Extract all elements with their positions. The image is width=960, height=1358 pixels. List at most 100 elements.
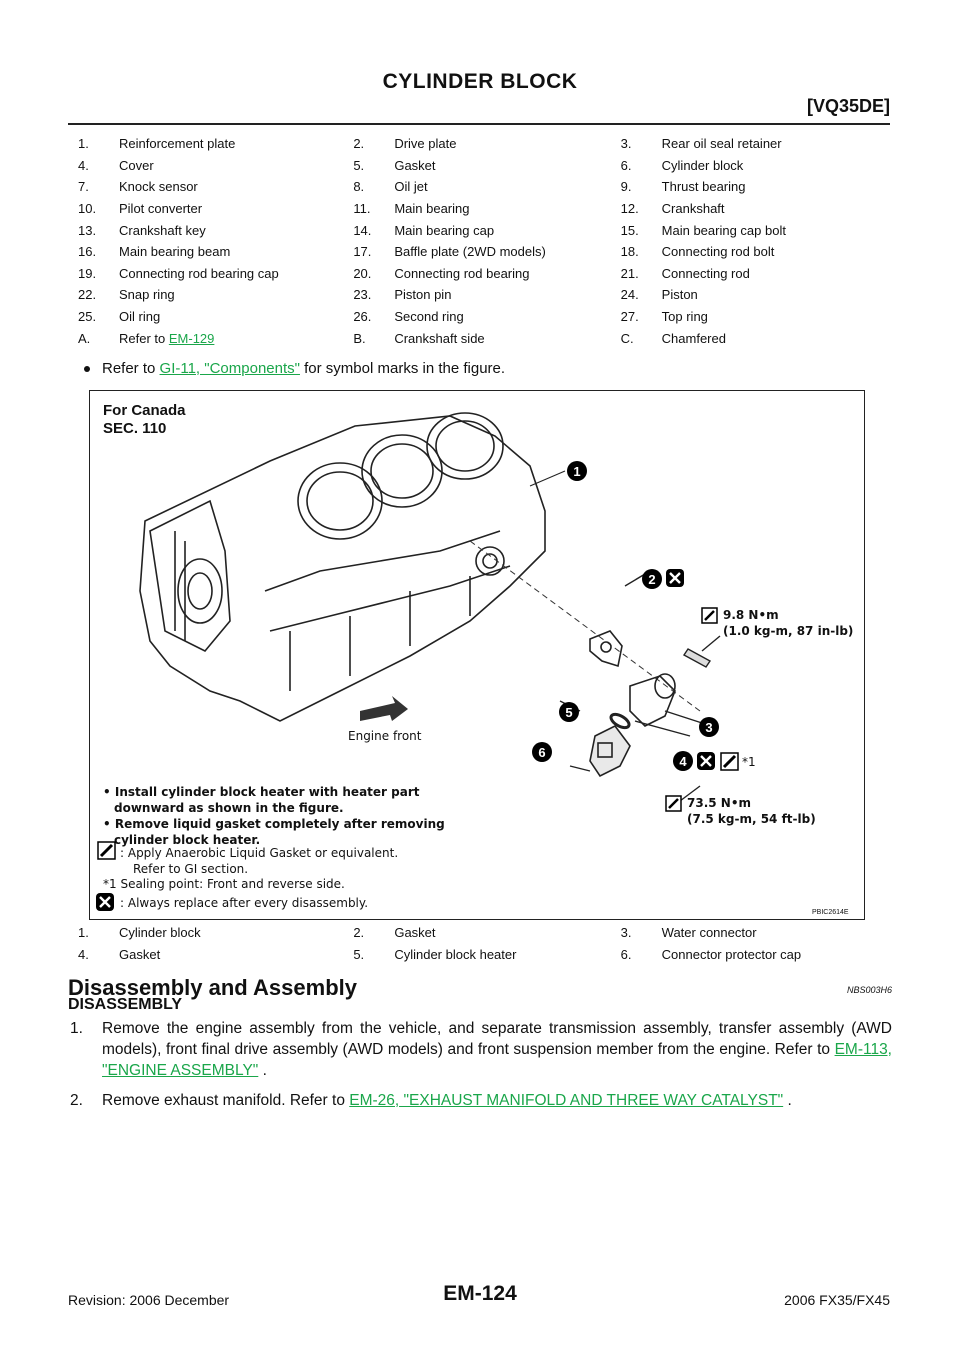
legend-item: 19.Connecting rod bearing cap: [78, 265, 279, 281]
leader-line-1: [529, 470, 566, 487]
link-gi-11[interactable]: GI-11, "Components": [159, 360, 300, 377]
legend-item: 12.Crankshaft: [620, 201, 725, 217]
legend-item: 25.Oil ring: [78, 309, 161, 325]
legend-row: 13.Crankshaft key 14.Main bearing cap 15.M…: [78, 219, 890, 241]
torque-1-alt: (1.0 kg-m, 87 in-lb): [723, 624, 853, 638]
torque-2-value: 73.5 N•m: [687, 796, 751, 810]
legend-item: 4.Cover: [78, 157, 154, 173]
water-connector-part: [629, 673, 676, 727]
legend-row: 25.Oil ring 26.Second ring 27.Top ring: [78, 306, 890, 328]
legend-item: 3.Rear oil seal retainer: [620, 136, 782, 152]
legend-item: 21.Connecting rod: [620, 265, 750, 281]
footer-revision: Revision: 2006 December: [68, 1292, 230, 1308]
bolt-part: [682, 648, 712, 668]
header-rule: [68, 123, 890, 125]
legend-item: 6.Cylinder block: [620, 157, 744, 173]
key-replace: : Always replace after every disassembly…: [120, 896, 368, 910]
legend-item: 1.Reinforcement plate: [78, 136, 236, 152]
instruction-1b: downward as shown in the figure.: [114, 801, 344, 815]
instruction-2b: cylinder block heater.: [114, 833, 260, 847]
legend-item: 18.Connecting rod bolt: [620, 244, 775, 260]
key-sealing-point: *1 Sealing point: Front and reverse side…: [103, 877, 345, 891]
callout-4: 4: [673, 751, 693, 771]
torque-wrench-icon-stroke: [668, 798, 679, 809]
callout-1: 1: [567, 461, 587, 481]
key-liquid-gasket: : Apply Anaerobic Liquid Gasket or equiv…: [120, 846, 398, 860]
legend-item: 20.Connecting rod bearing: [353, 265, 530, 281]
sealing-mark: *1: [742, 755, 756, 769]
section-heading: Disassembly and Assembly: [68, 975, 357, 1000]
legend-item: 16.Main bearing beam: [78, 244, 231, 260]
figure-heading: For Canada: [103, 402, 186, 419]
legend-item: 1.Cylinder block: [78, 925, 201, 941]
replace-icon-cross: [669, 572, 681, 584]
callout-6: 6: [532, 742, 552, 762]
replace-icon-cross: [700, 755, 712, 767]
legend-item: 27.Top ring: [620, 309, 708, 325]
engine-front-arrow-icon: [360, 696, 408, 721]
legend-item: 8.Oil jet: [353, 179, 428, 195]
legend-item: 15.Main bearing cap bolt: [620, 222, 786, 238]
torque-2-alt: (7.5 kg-m, 54 ft-lb): [687, 812, 816, 826]
symbol-note: Refer to GI-11, "Components" for symbol …: [84, 360, 505, 377]
legend-row: 19.Connecting rod bearing cap 20.Connecti…: [78, 263, 890, 285]
svg-text:5: 5: [565, 705, 572, 720]
cylinder-block-figure: For Canada SEC. 110 Engine front: [89, 390, 865, 920]
instruction-1: • Install cylinder block heater with hea…: [103, 785, 420, 799]
bullet-icon: [84, 366, 90, 373]
legend-item: 5.Cylinder block heater: [353, 946, 517, 962]
legend-row: 4.Cover 5.Gasket 6.Cylinder block: [78, 155, 890, 177]
page-title: CYLINDER BLOCK: [382, 70, 578, 93]
legend-row: 10.Pilot converter 11.Main bearing 12.Cran…: [78, 198, 890, 220]
legend-item: 26.Second ring: [353, 309, 464, 325]
callout-5: 5: [559, 702, 579, 722]
procedure-steps: 1. Remove the engine assembly from the v…: [70, 1018, 892, 1120]
link-em-113[interactable]: EM-113, "ENGINE ASSEMBLY": [102, 1041, 892, 1079]
legend-item: 24.Piston: [620, 287, 698, 303]
page-number: EM-124: [443, 1282, 517, 1305]
parts-legend-top: 1.Reinforcement plate 2.Drive plate 3.Rear…: [78, 133, 890, 349]
liquid-gasket-icon-stroke: [722, 754, 737, 769]
cylinder-block-drawing: [139, 412, 546, 722]
legend-item: 6.Connector protector cap: [620, 946, 802, 962]
leader-lines: [559, 570, 721, 802]
section-tag: NBS003H6: [846, 985, 892, 995]
legend-item: 14.Main bearing cap: [353, 222, 495, 238]
liquid-gasket-icon-stroke: [99, 843, 114, 858]
gasket-part: [589, 630, 623, 668]
legend-item: 22.Snap ring: [78, 287, 175, 303]
replace-icon-cross: [99, 896, 111, 908]
gasket-ring-part: [609, 712, 631, 730]
legend-row: 4.Gasket 5.Cylinder block heater 6.Connect…: [78, 944, 890, 966]
engine-section-tag: [VQ35DE]: [806, 96, 890, 116]
legend-item: 7.Knock sensor: [78, 179, 198, 195]
link-em-129[interactable]: EM-129: [168, 330, 215, 346]
legend-item: 17.Baffle plate (2WD models): [353, 244, 546, 260]
legend-item: 4.Gasket: [78, 946, 161, 962]
figure-code: PBIC2614E: [812, 909, 849, 916]
svg-text:6: 6: [538, 745, 545, 760]
instruction-2: • Remove liquid gasket completely after …: [103, 817, 445, 831]
legend-item: 5.Gasket: [353, 157, 436, 173]
callout-2: 2: [642, 569, 662, 589]
legend-item: 13.Crankshaft key: [78, 222, 206, 238]
legend-row: A. Refer to EM-129 B. Crankshaft side C.…: [78, 330, 726, 346]
legend-item: 11.Main bearing: [353, 201, 470, 217]
footer-model: 2006 FX35/FX45: [784, 1292, 890, 1308]
callout-3: 3: [699, 717, 719, 737]
svg-text:3: 3: [705, 720, 712, 735]
key-liquid-gasket-ref: Refer to GI section.: [133, 862, 248, 876]
legend-item: 10.Pilot converter: [78, 201, 203, 217]
svg-text:4: 4: [679, 754, 687, 769]
svg-text:2: 2: [648, 572, 655, 587]
legend-item: 2.Drive plate: [353, 136, 457, 152]
torque-wrench-icon-stroke: [704, 610, 715, 621]
subsection-heading: DISASSEMBLY: [68, 996, 183, 1013]
figure-sec: SEC. 110: [103, 420, 166, 437]
legend-row: 16.Main bearing beam 17.Baffle plate (2WD…: [78, 241, 890, 263]
link-em-26[interactable]: EM-26, "EXHAUST MANIFOLD AND THREE WAY C…: [349, 1092, 784, 1109]
legend-item: 23.Piston pin: [353, 287, 452, 303]
torque-1-value: 9.8 N•m: [723, 608, 779, 622]
